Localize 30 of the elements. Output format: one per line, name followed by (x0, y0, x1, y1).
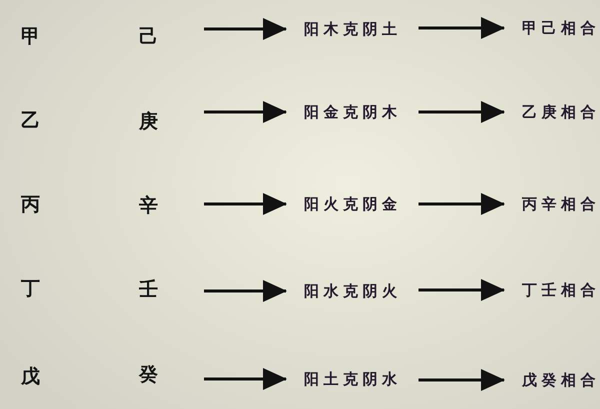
character-label: 甲 (21, 26, 40, 48)
result-label: 丁壬相合 (522, 282, 600, 298)
arrow (204, 193, 287, 215)
phrase-label: 阳水克阴火 (304, 282, 402, 300)
phrase-label: 阳土克阴水 (304, 370, 402, 388)
arrow (418, 193, 505, 215)
arrow (418, 279, 505, 301)
phrase-label: 阳金克阴木 (304, 104, 402, 120)
arrow (204, 101, 287, 123)
result-label: 戊癸相合 (522, 372, 600, 388)
character-label: 庚 (139, 112, 158, 132)
arrow (418, 101, 505, 123)
character-label: 癸 (139, 364, 158, 386)
phrase-label: 阳火克阴金 (304, 196, 402, 212)
character-label: 丙 (21, 194, 40, 216)
character-label: 戊 (21, 366, 40, 388)
arrow (204, 368, 287, 390)
result-label: 丙辛相合 (522, 196, 600, 212)
character-label: 壬 (139, 280, 158, 300)
arrow (418, 17, 505, 39)
phrase-label: 阳木克阴土 (304, 20, 402, 38)
arrow (204, 280, 287, 302)
character-label: 己 (139, 26, 158, 48)
arrow (204, 18, 287, 40)
character-label: 丁 (21, 278, 40, 300)
result-label: 乙庚相合 (522, 104, 600, 120)
character-label: 乙 (21, 110, 40, 132)
arrow (418, 369, 505, 391)
result-label: 甲己相合 (522, 20, 600, 36)
character-label: 辛 (139, 196, 158, 216)
